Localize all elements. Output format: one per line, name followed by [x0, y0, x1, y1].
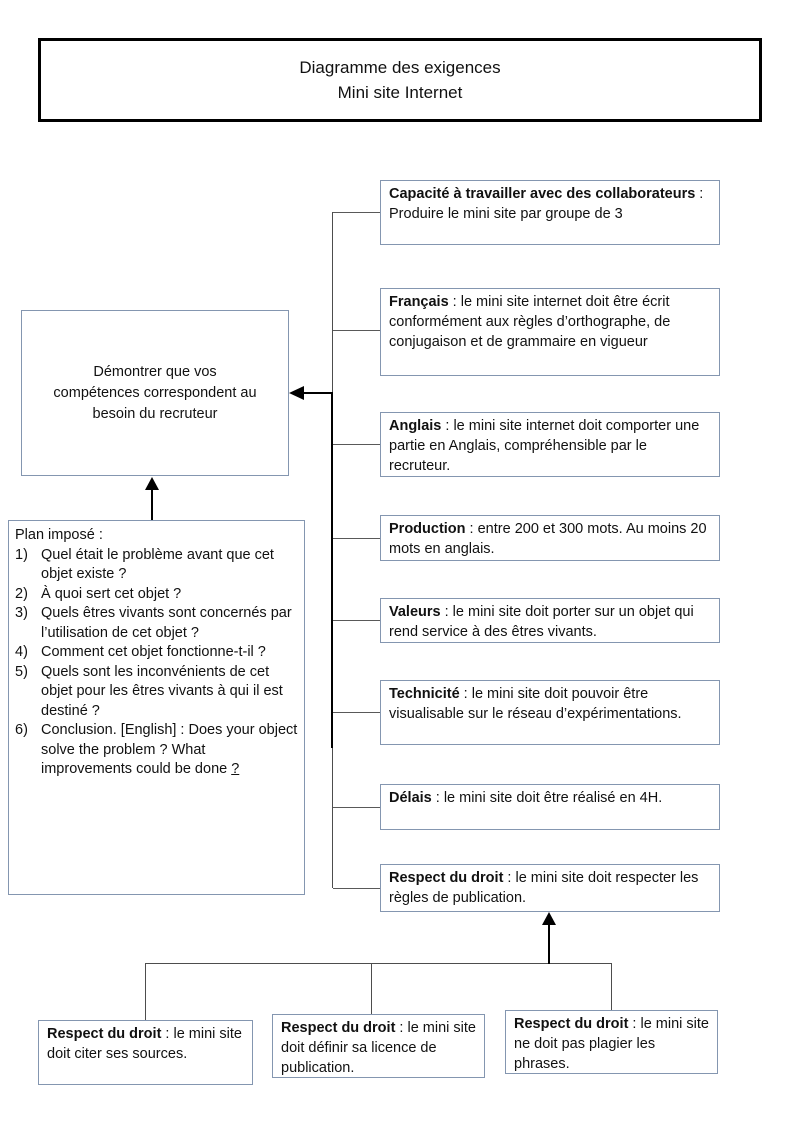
plan-item-4: 4) Comment cet objet fonctionne-t-il ? — [15, 643, 298, 663]
connector-stub-francais — [333, 330, 380, 331]
plan-item-number: 2) — [15, 585, 28, 602]
diagram-title-line1: Diagramme des exigences — [299, 58, 501, 77]
requirement-box-francais: Français : le mini site internet doit êt… — [380, 288, 720, 376]
requirement-box-technicite: Technicité : le mini site doit pouvoir ê… — [380, 680, 720, 745]
requirement-box-respect-droit: Respect du droit : le mini site doit res… — [380, 864, 720, 912]
plan-item-number: 5) — [15, 663, 28, 680]
diagram-title-line2: Mini site Internet — [337, 83, 463, 102]
plan-item-text: Quels sont les inconvénients de cet obje… — [41, 663, 283, 719]
connector-drop-sources — [145, 963, 146, 1020]
connector-drop-plagiat — [611, 963, 612, 1010]
requirement-label: Respect du droit — [514, 1016, 629, 1032]
plan-item-text: À quoi sert cet objet ? — [41, 585, 182, 602]
connector-bottom-horizontal — [145, 963, 612, 964]
requirement-label: Délais — [389, 790, 432, 806]
requirement-text: : le mini site doit citer ses sources. — [47, 1026, 242, 1062]
requirement-text: : le mini site doit être réalisé en 4H. — [431, 790, 663, 806]
requirement-label: Production — [389, 521, 466, 537]
arrow-left-icon — [289, 386, 304, 400]
requirement-text: : le mini site doit définir sa licence d… — [281, 1020, 476, 1076]
goal-box: Démontrer que vos compétences correspond… — [21, 310, 289, 476]
connector-stub-collaborateurs — [333, 212, 380, 213]
connector-stub-respect-droit — [333, 888, 380, 889]
connector-stub-production — [333, 538, 380, 539]
requirement-label: Capacité à travailler avec des collabora… — [389, 186, 696, 202]
requirement-box-production: Production : entre 200 et 300 mots. Au m… — [380, 515, 720, 561]
plan-item-1: 1) Quel était le problème avant que cet … — [15, 546, 298, 585]
arrow-up-icon — [542, 912, 556, 925]
arrow-to-goal-line — [302, 392, 333, 394]
requirement-label: Respect du droit — [389, 870, 504, 886]
arrow-plan-to-goal-line — [151, 489, 153, 520]
plan-item-2: 2) À quoi sert cet objet ? — [15, 585, 298, 605]
connector-stub-technicite — [333, 712, 380, 713]
requirement-label: Technicité — [389, 686, 460, 702]
requirement-label: Valeurs — [389, 604, 441, 620]
requirement-label: Anglais — [389, 418, 442, 434]
underlined-question-mark: ? — [231, 761, 240, 777]
plan-item-number: 1) — [15, 546, 28, 563]
requirement-box-anglais: Anglais : le mini site internet doit com… — [380, 412, 720, 477]
requirement-text: : le mini site doit respecter les règles… — [389, 870, 699, 906]
requirement-label: Respect du droit — [281, 1020, 396, 1036]
plan-item-number: 3) — [15, 605, 28, 621]
plan-item-text: Conclusion. [English] : Does your object… — [41, 722, 298, 777]
subrequirement-box-plagiat: Respect du droit : le mini site ne doit … — [505, 1010, 718, 1074]
requirement-label: Français — [389, 294, 449, 310]
requirement-text: : le mini site ne doit pas plagier les p… — [514, 1016, 709, 1072]
connector-trunk-bold — [331, 392, 333, 748]
plan-item-number: 6) — [15, 722, 28, 738]
title-box: Diagramme des exigences Mini site Intern… — [38, 38, 762, 122]
plan-item-3: 3) Quels êtres vivants sont concernés pa… — [15, 604, 298, 643]
plan-box: Plan imposé : 1) Quel était le problème … — [8, 520, 305, 895]
connector-stub-valeurs — [333, 620, 380, 621]
plan-item-text: Quel était le problème avant que cet obj… — [41, 546, 274, 583]
plan-item-5: 5) Quels sont les inconvénients de cet o… — [15, 663, 298, 722]
requirement-text: : le mini site doit porter sur un objet … — [389, 604, 694, 640]
requirement-box-delais: Délais : le mini site doit être réalisé … — [380, 784, 720, 830]
requirement-text: : entre 200 et 300 mots. Au moins 20 mot… — [389, 521, 707, 557]
requirement-label: Respect du droit — [47, 1026, 162, 1042]
plan-item-text: Comment cet objet fonctionne-t-il ? — [41, 644, 266, 660]
requirement-box-valeurs: Valeurs : le mini site doit porter sur u… — [380, 598, 720, 643]
goal-text: Démontrer que vos compétences correspond… — [53, 363, 257, 422]
plan-item-6: 6) Conclusion. [English] : Does your obj… — [15, 721, 298, 780]
connector-stub-delais — [333, 807, 380, 808]
connector-drop-licence — [371, 963, 372, 1014]
requirement-box-collaborateurs: Capacité à travailler avec des collabora… — [380, 180, 720, 245]
plan-heading: Plan imposé : — [15, 527, 103, 543]
arrow-up-icon — [145, 477, 159, 490]
plan-item-text: Quels êtres vivants sont concernés par l… — [41, 605, 292, 641]
connector-stub-anglais — [333, 444, 380, 445]
plan-item-number: 4) — [15, 644, 28, 660]
requirement-text: : Produire le mini site par groupe de 3 — [389, 186, 704, 222]
subrequirement-box-sources: Respect du droit : le mini site doit cit… — [38, 1020, 253, 1085]
requirement-text: : le mini site internet doit être écrit … — [389, 294, 671, 350]
requirement-text: : le mini site doit pouvoir être visuali… — [389, 686, 682, 722]
requirement-text: : le mini site internet doit comporter u… — [389, 418, 700, 474]
subrequirement-box-licence: Respect du droit : le mini site doit déf… — [272, 1014, 485, 1078]
arrow-subreq-line — [548, 925, 550, 964]
